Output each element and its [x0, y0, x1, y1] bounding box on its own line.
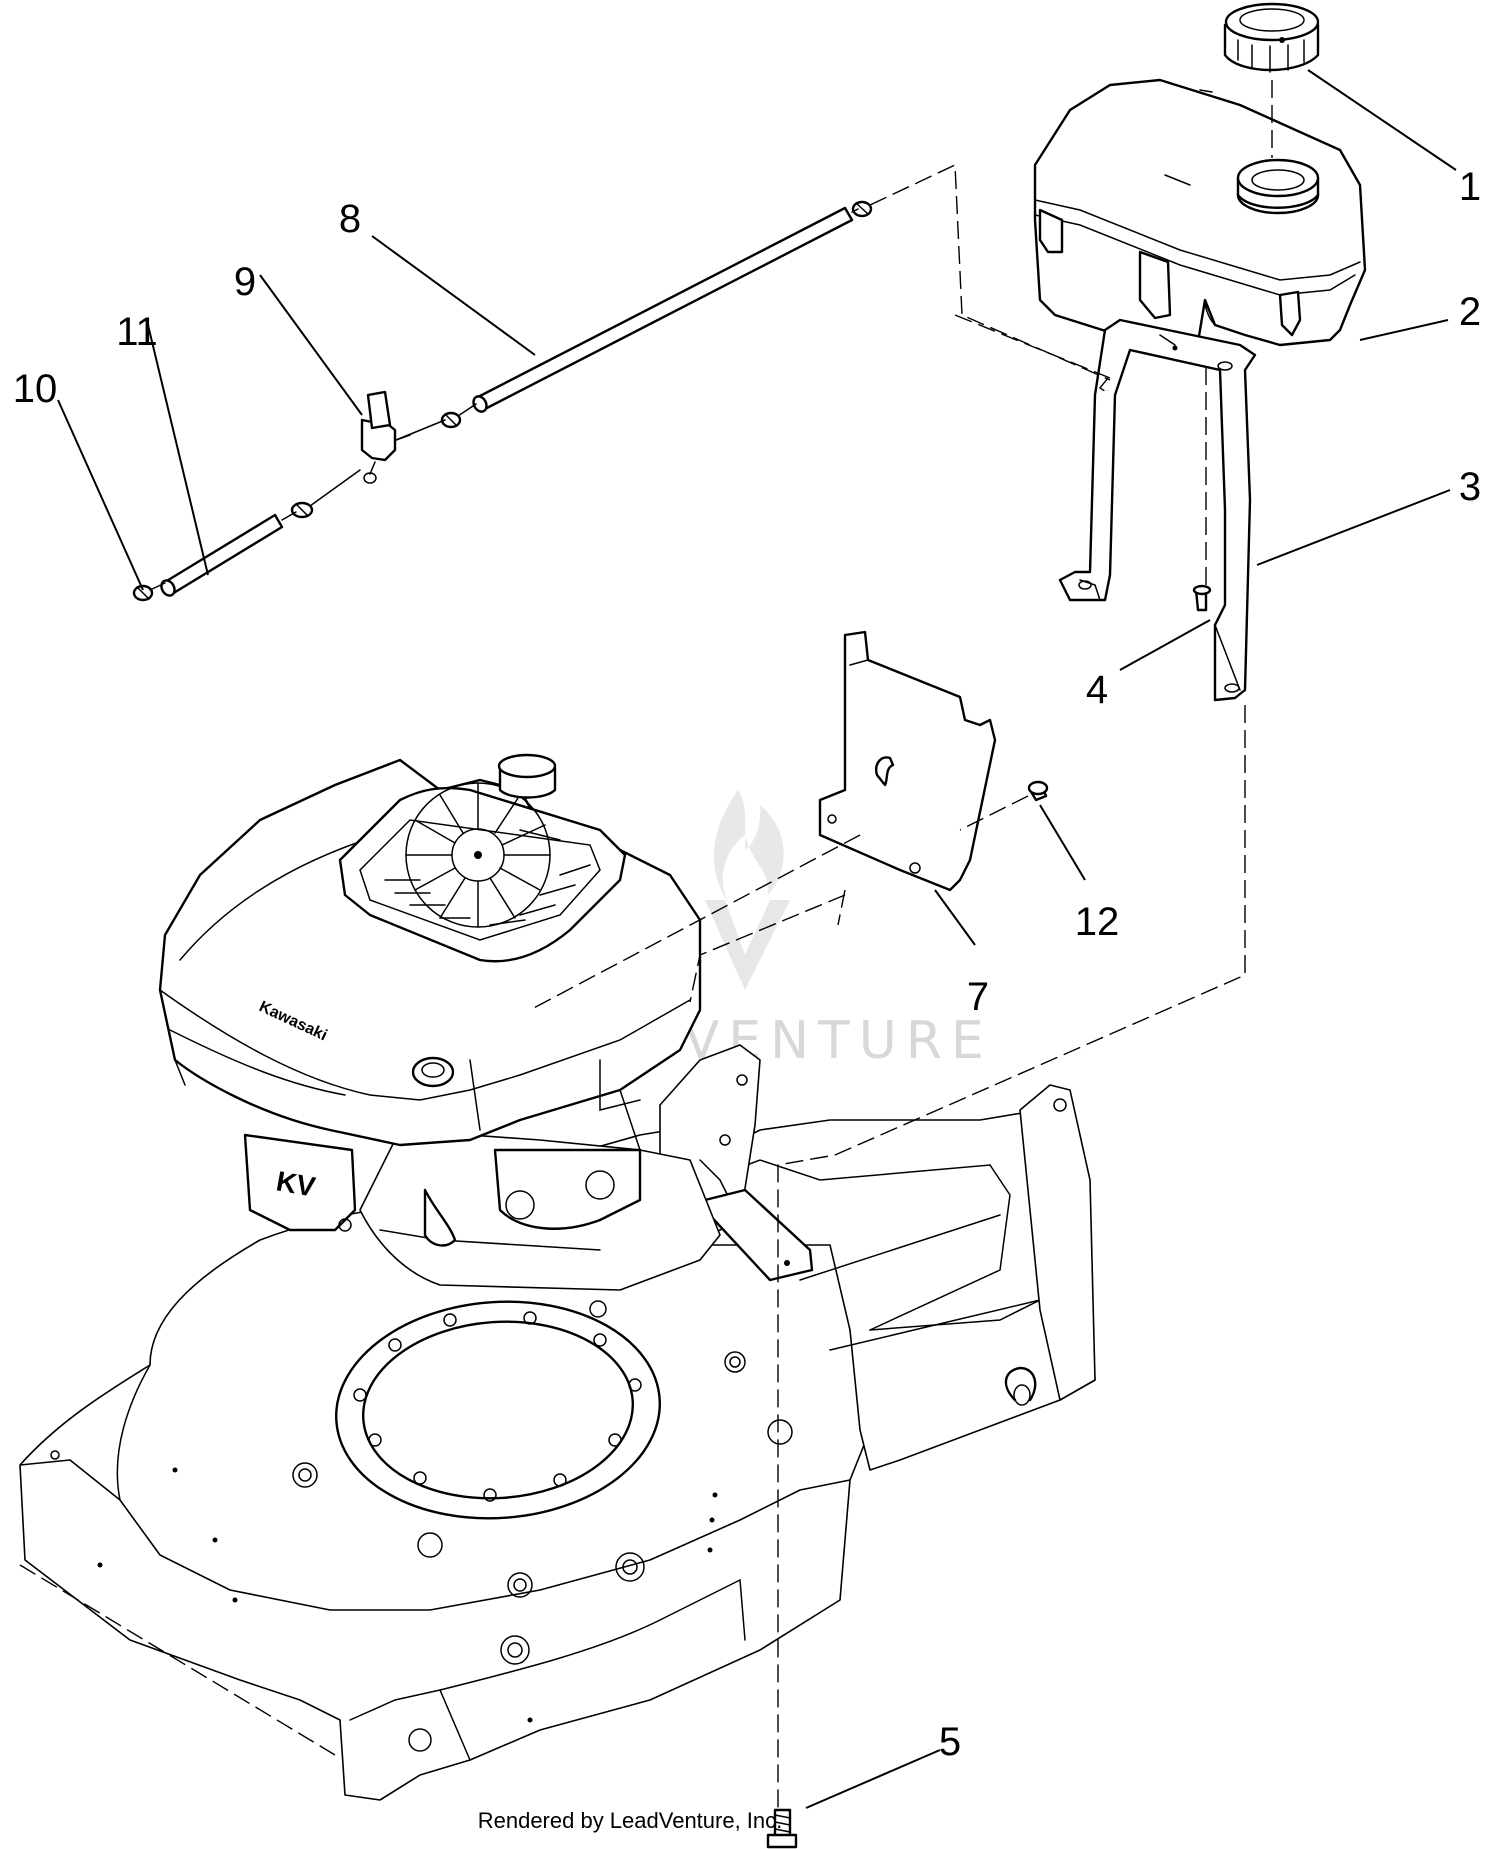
callout-7: 7 — [967, 975, 989, 1019]
callout-2: 2 — [1459, 290, 1481, 334]
callout-10: 10 — [13, 367, 58, 411]
engine: KV — [158, 753, 721, 1291]
callout-11: 11 — [116, 310, 158, 354]
tank-bracket — [1058, 318, 1257, 702]
leader-lines — [57, 69, 1457, 1809]
callout-8: 8 — [339, 197, 361, 241]
assembly-lines — [19, 80, 1273, 1810]
bolt-5 — [766, 1808, 798, 1849]
fuel-cap — [1223, 2, 1320, 73]
engine-mark: KV — [274, 1165, 318, 1202]
fuel-tank — [1033, 78, 1367, 362]
screw-4 — [1192, 584, 1212, 612]
fuel-line-assembly — [132, 200, 873, 602]
heat-shield — [818, 630, 997, 892]
callout-9: 9 — [234, 260, 256, 304]
callout-1: 1 — [1459, 165, 1481, 209]
callout-5: 5 — [939, 1720, 961, 1764]
render-credit: Rendered by LeadVenture, Inc. — [478, 1808, 783, 1833]
bolt-12 — [1027, 780, 1049, 802]
leadventure-flame-logo — [705, 790, 790, 990]
mower-deck — [19, 1124, 871, 1801]
callout-3: 3 — [1459, 465, 1481, 509]
callout-12: 12 — [1075, 900, 1120, 944]
callout-4: 4 — [1086, 668, 1108, 712]
